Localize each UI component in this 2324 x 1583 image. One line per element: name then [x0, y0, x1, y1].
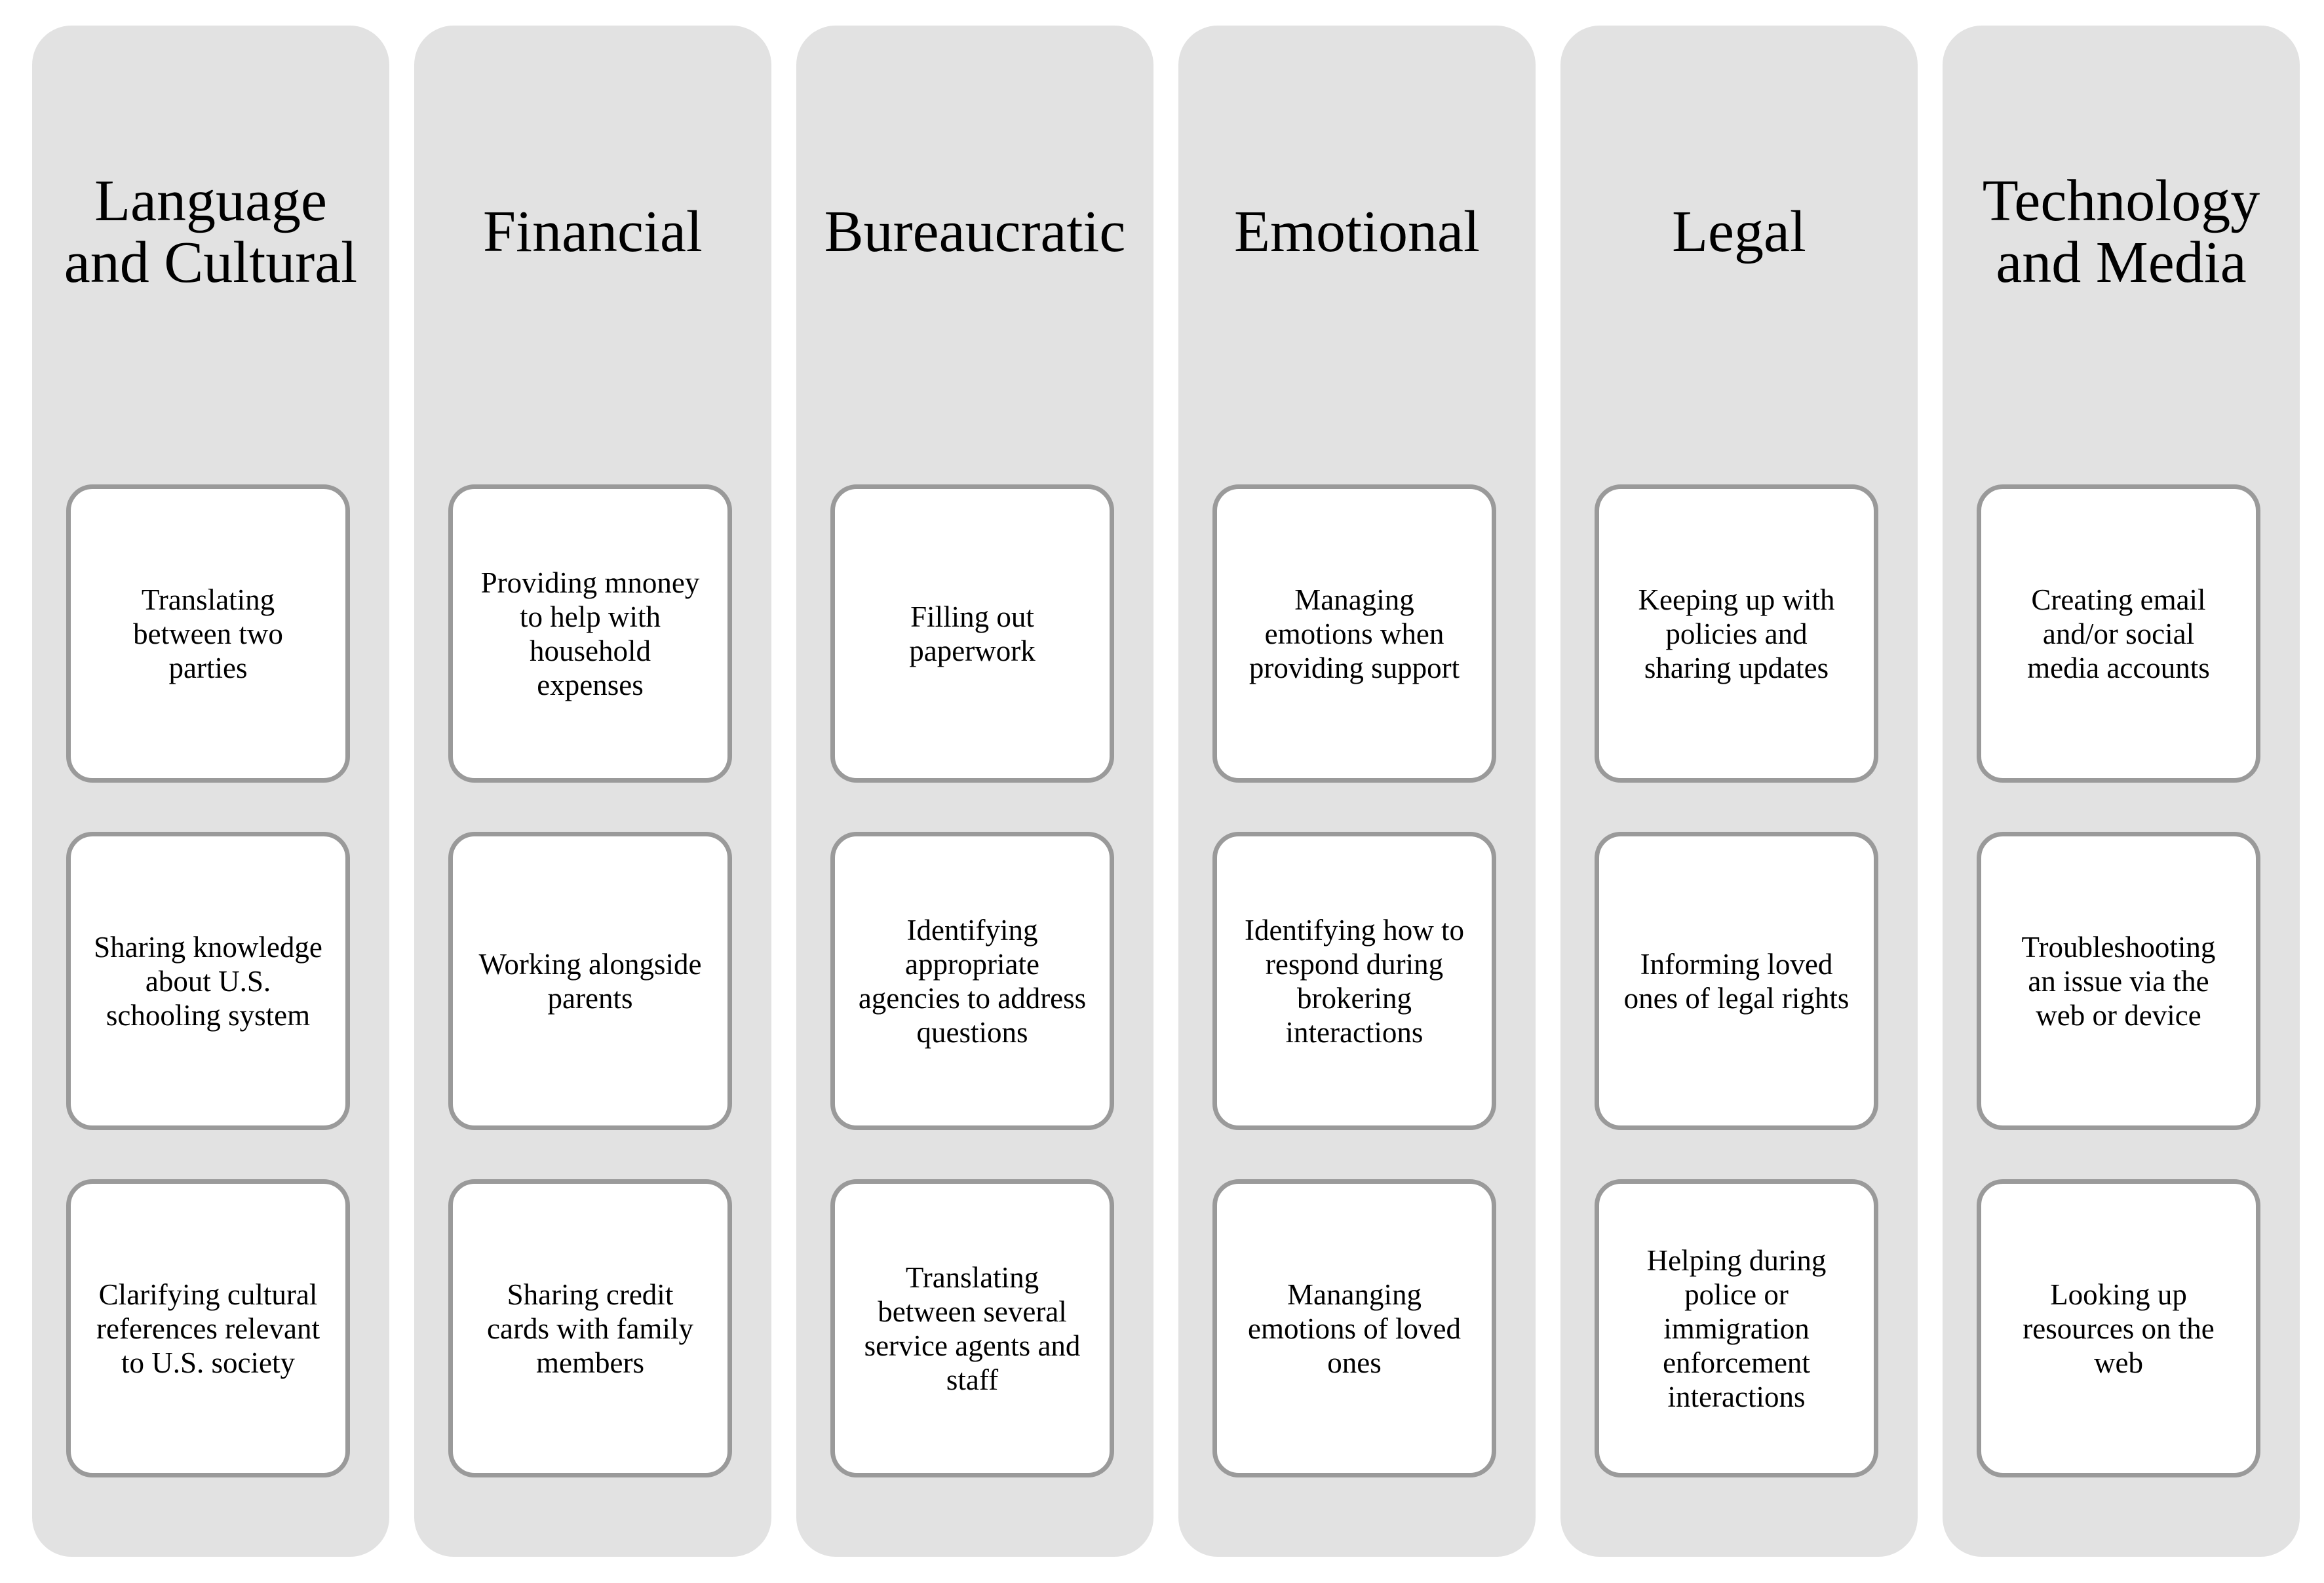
task-card: Translating between two parties	[66, 484, 350, 783]
task-card-text: Creating email and/or social media accou…	[2027, 583, 2210, 684]
column-title: Legal	[1672, 199, 1806, 264]
task-card-text: Identifying appropriate agencies to addr…	[858, 913, 1087, 1049]
task-card-text: Translating between two parties	[133, 583, 283, 684]
task-card: Looking up resources on the web	[1977, 1179, 2260, 1477]
task-card: Translating between several service agen…	[830, 1179, 1114, 1477]
column-financial: Financial Providing mnoney to help with …	[414, 26, 771, 1557]
task-card-text: Sharing knowledge about U.S. schooling s…	[94, 930, 322, 1032]
task-card-text: Working alongside parents	[478, 947, 702, 1015]
task-card-text: Sharing credit cards with family members	[487, 1278, 693, 1379]
task-card-text: Managing emotions when providing support	[1249, 583, 1460, 684]
column-technology-and-media: Technology and Media Creating email and/…	[1943, 26, 2300, 1557]
task-card-text: Helping during police or immigration enf…	[1646, 1243, 1827, 1413]
task-card-text: Clarifying cultural references relevant …	[96, 1278, 320, 1379]
task-card: Identifying how to respond during broker…	[1212, 832, 1496, 1130]
task-card: Sharing credit cards with family members	[448, 1179, 732, 1477]
task-card-text: Looking up resources on the web	[2023, 1278, 2215, 1379]
task-card-text: Informing loved ones of legal rights	[1623, 947, 1850, 1015]
column-language-and-cultural: Language and Cultural Translating betwee…	[32, 26, 389, 1557]
task-card-text: Keeping up with policies and sharing upd…	[1638, 583, 1835, 684]
task-card-text: Providing mnoney to help with household …	[480, 566, 700, 701]
task-card: Managing emotions when providing support	[1212, 484, 1496, 783]
task-card-text: Mananging emotions of loved ones	[1248, 1278, 1461, 1379]
task-card: Identifying appropriate agencies to addr…	[830, 832, 1114, 1130]
column-title: Financial	[483, 199, 703, 264]
task-card-text: Filling out paperwork	[909, 600, 1036, 667]
column-bureaucratic: Bureaucratic Filling out paperwork Ident…	[796, 26, 1153, 1557]
task-card-text: Identifying how to respond during broker…	[1245, 913, 1464, 1049]
task-card: Filling out paperwork	[830, 484, 1114, 783]
task-card: Providing mnoney to help with household …	[448, 484, 732, 783]
task-card: Mananging emotions of loved ones	[1212, 1179, 1496, 1477]
column-emotional: Emotional Managing emotions when providi…	[1178, 26, 1536, 1557]
task-card-text: Translating between several service agen…	[864, 1261, 1081, 1396]
task-card: Troubleshooting an issue via the web or …	[1977, 832, 2260, 1130]
task-card: Keeping up with policies and sharing upd…	[1595, 484, 1878, 783]
column-title: Bureaucratic	[824, 199, 1126, 264]
column-title: Technology and Media	[1982, 168, 2260, 295]
task-card: Working alongside parents	[448, 832, 732, 1130]
column-title: Emotional	[1234, 199, 1480, 264]
task-card: Informing loved ones of legal rights	[1595, 832, 1878, 1130]
task-card: Creating email and/or social media accou…	[1977, 484, 2260, 783]
column-title: Language and Cultural	[64, 168, 358, 295]
task-card: Helping during police or immigration enf…	[1595, 1179, 1878, 1477]
column-legal: Legal Keeping up with policies and shari…	[1560, 26, 1918, 1557]
task-card: Clarifying cultural references relevant …	[66, 1179, 350, 1477]
task-card-text: Troubleshooting an issue via the web or …	[2021, 930, 2216, 1032]
task-card: Sharing knowledge about U.S. schooling s…	[66, 832, 350, 1130]
